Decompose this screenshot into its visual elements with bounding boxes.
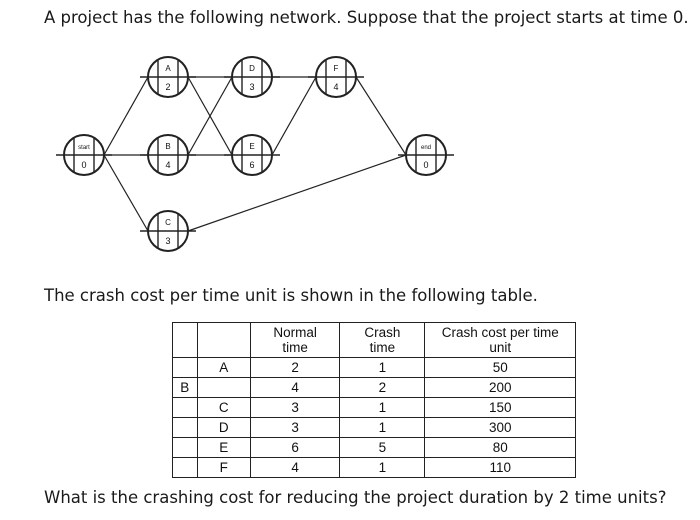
header-cell bbox=[196, 322, 251, 358]
node-duration: 4 bbox=[333, 82, 338, 92]
header-cell bbox=[172, 322, 198, 358]
crash-time-cell: 2 bbox=[339, 377, 426, 398]
activity-cell: C bbox=[196, 397, 251, 418]
row-label-cell bbox=[172, 357, 198, 378]
node-F: F4 bbox=[308, 56, 364, 98]
node-duration: 2 bbox=[165, 82, 170, 92]
node-label: F bbox=[334, 64, 339, 73]
edge-F-end bbox=[355, 76, 407, 156]
table-intro: The crash cost per time unit is shown in… bbox=[44, 286, 538, 305]
network-edges bbox=[103, 76, 407, 232]
edge-start-C bbox=[103, 154, 149, 232]
node-duration: 0 bbox=[423, 160, 428, 170]
node-A: A2 bbox=[140, 56, 196, 98]
crash-time-cell: 1 bbox=[339, 357, 426, 378]
node-duration: 6 bbox=[249, 160, 254, 170]
node-D: D3 bbox=[224, 56, 280, 98]
activity-cell: A bbox=[196, 357, 251, 378]
crash-cost-cell: 300 bbox=[424, 417, 576, 438]
crash-cost-cell: 80 bbox=[424, 437, 576, 458]
node-label: start bbox=[78, 145, 90, 151]
node-duration: 4 bbox=[165, 160, 170, 170]
node-label: E bbox=[249, 142, 254, 151]
node-label: C bbox=[165, 218, 171, 227]
normal-time-cell: 2 bbox=[249, 357, 341, 378]
normal-time-cell: 6 bbox=[249, 437, 341, 458]
crash-cost-cell: 50 bbox=[424, 357, 576, 378]
crash-time-cell: 1 bbox=[339, 397, 426, 418]
normal-time-cell: 4 bbox=[249, 377, 341, 398]
node-label: end bbox=[421, 145, 431, 151]
crash-time-cell: 5 bbox=[339, 437, 426, 458]
normal-time-cell: 4 bbox=[249, 457, 341, 478]
edge-C-end bbox=[187, 154, 407, 232]
node-end: end 0 bbox=[398, 134, 454, 176]
normal-time-cell: 3 bbox=[249, 417, 341, 438]
crash-cost-cell: 200 bbox=[424, 377, 576, 398]
node-C: C3 bbox=[140, 210, 196, 252]
crash-cost-cell: 150 bbox=[424, 397, 576, 418]
node-label: B bbox=[165, 142, 170, 151]
node-label: A bbox=[165, 64, 171, 73]
edge-B-D bbox=[187, 76, 233, 156]
node-E: E6 bbox=[224, 134, 280, 176]
crash-time-cell: 1 bbox=[339, 417, 426, 438]
activity-cell: F bbox=[196, 457, 251, 478]
edge-E-F bbox=[271, 76, 317, 156]
edge-start-A bbox=[103, 76, 149, 156]
row-label-cell: B bbox=[172, 377, 198, 398]
node-duration: 3 bbox=[249, 82, 254, 92]
question-intro: A project has the following network. Sup… bbox=[44, 8, 689, 27]
node-B: B4 bbox=[140, 134, 196, 176]
row-label-cell bbox=[172, 397, 198, 418]
node-label: D bbox=[249, 64, 255, 73]
node-duration: 0 bbox=[81, 160, 86, 170]
crash-cost-cell: 110 bbox=[424, 457, 576, 478]
node-start: start 0 bbox=[56, 134, 112, 176]
row-label-cell bbox=[172, 457, 198, 478]
question-prompt: What is the crashing cost for reducing t… bbox=[44, 488, 667, 507]
crash-time-cell: 1 bbox=[339, 457, 426, 478]
activity-cell bbox=[196, 377, 251, 398]
node-duration: 3 bbox=[165, 236, 170, 246]
normal-time-cell: 3 bbox=[249, 397, 341, 418]
row-label-cell bbox=[172, 417, 198, 438]
activity-cell: E bbox=[196, 437, 251, 458]
row-label-cell bbox=[172, 437, 198, 458]
activity-cell: D bbox=[196, 417, 251, 438]
